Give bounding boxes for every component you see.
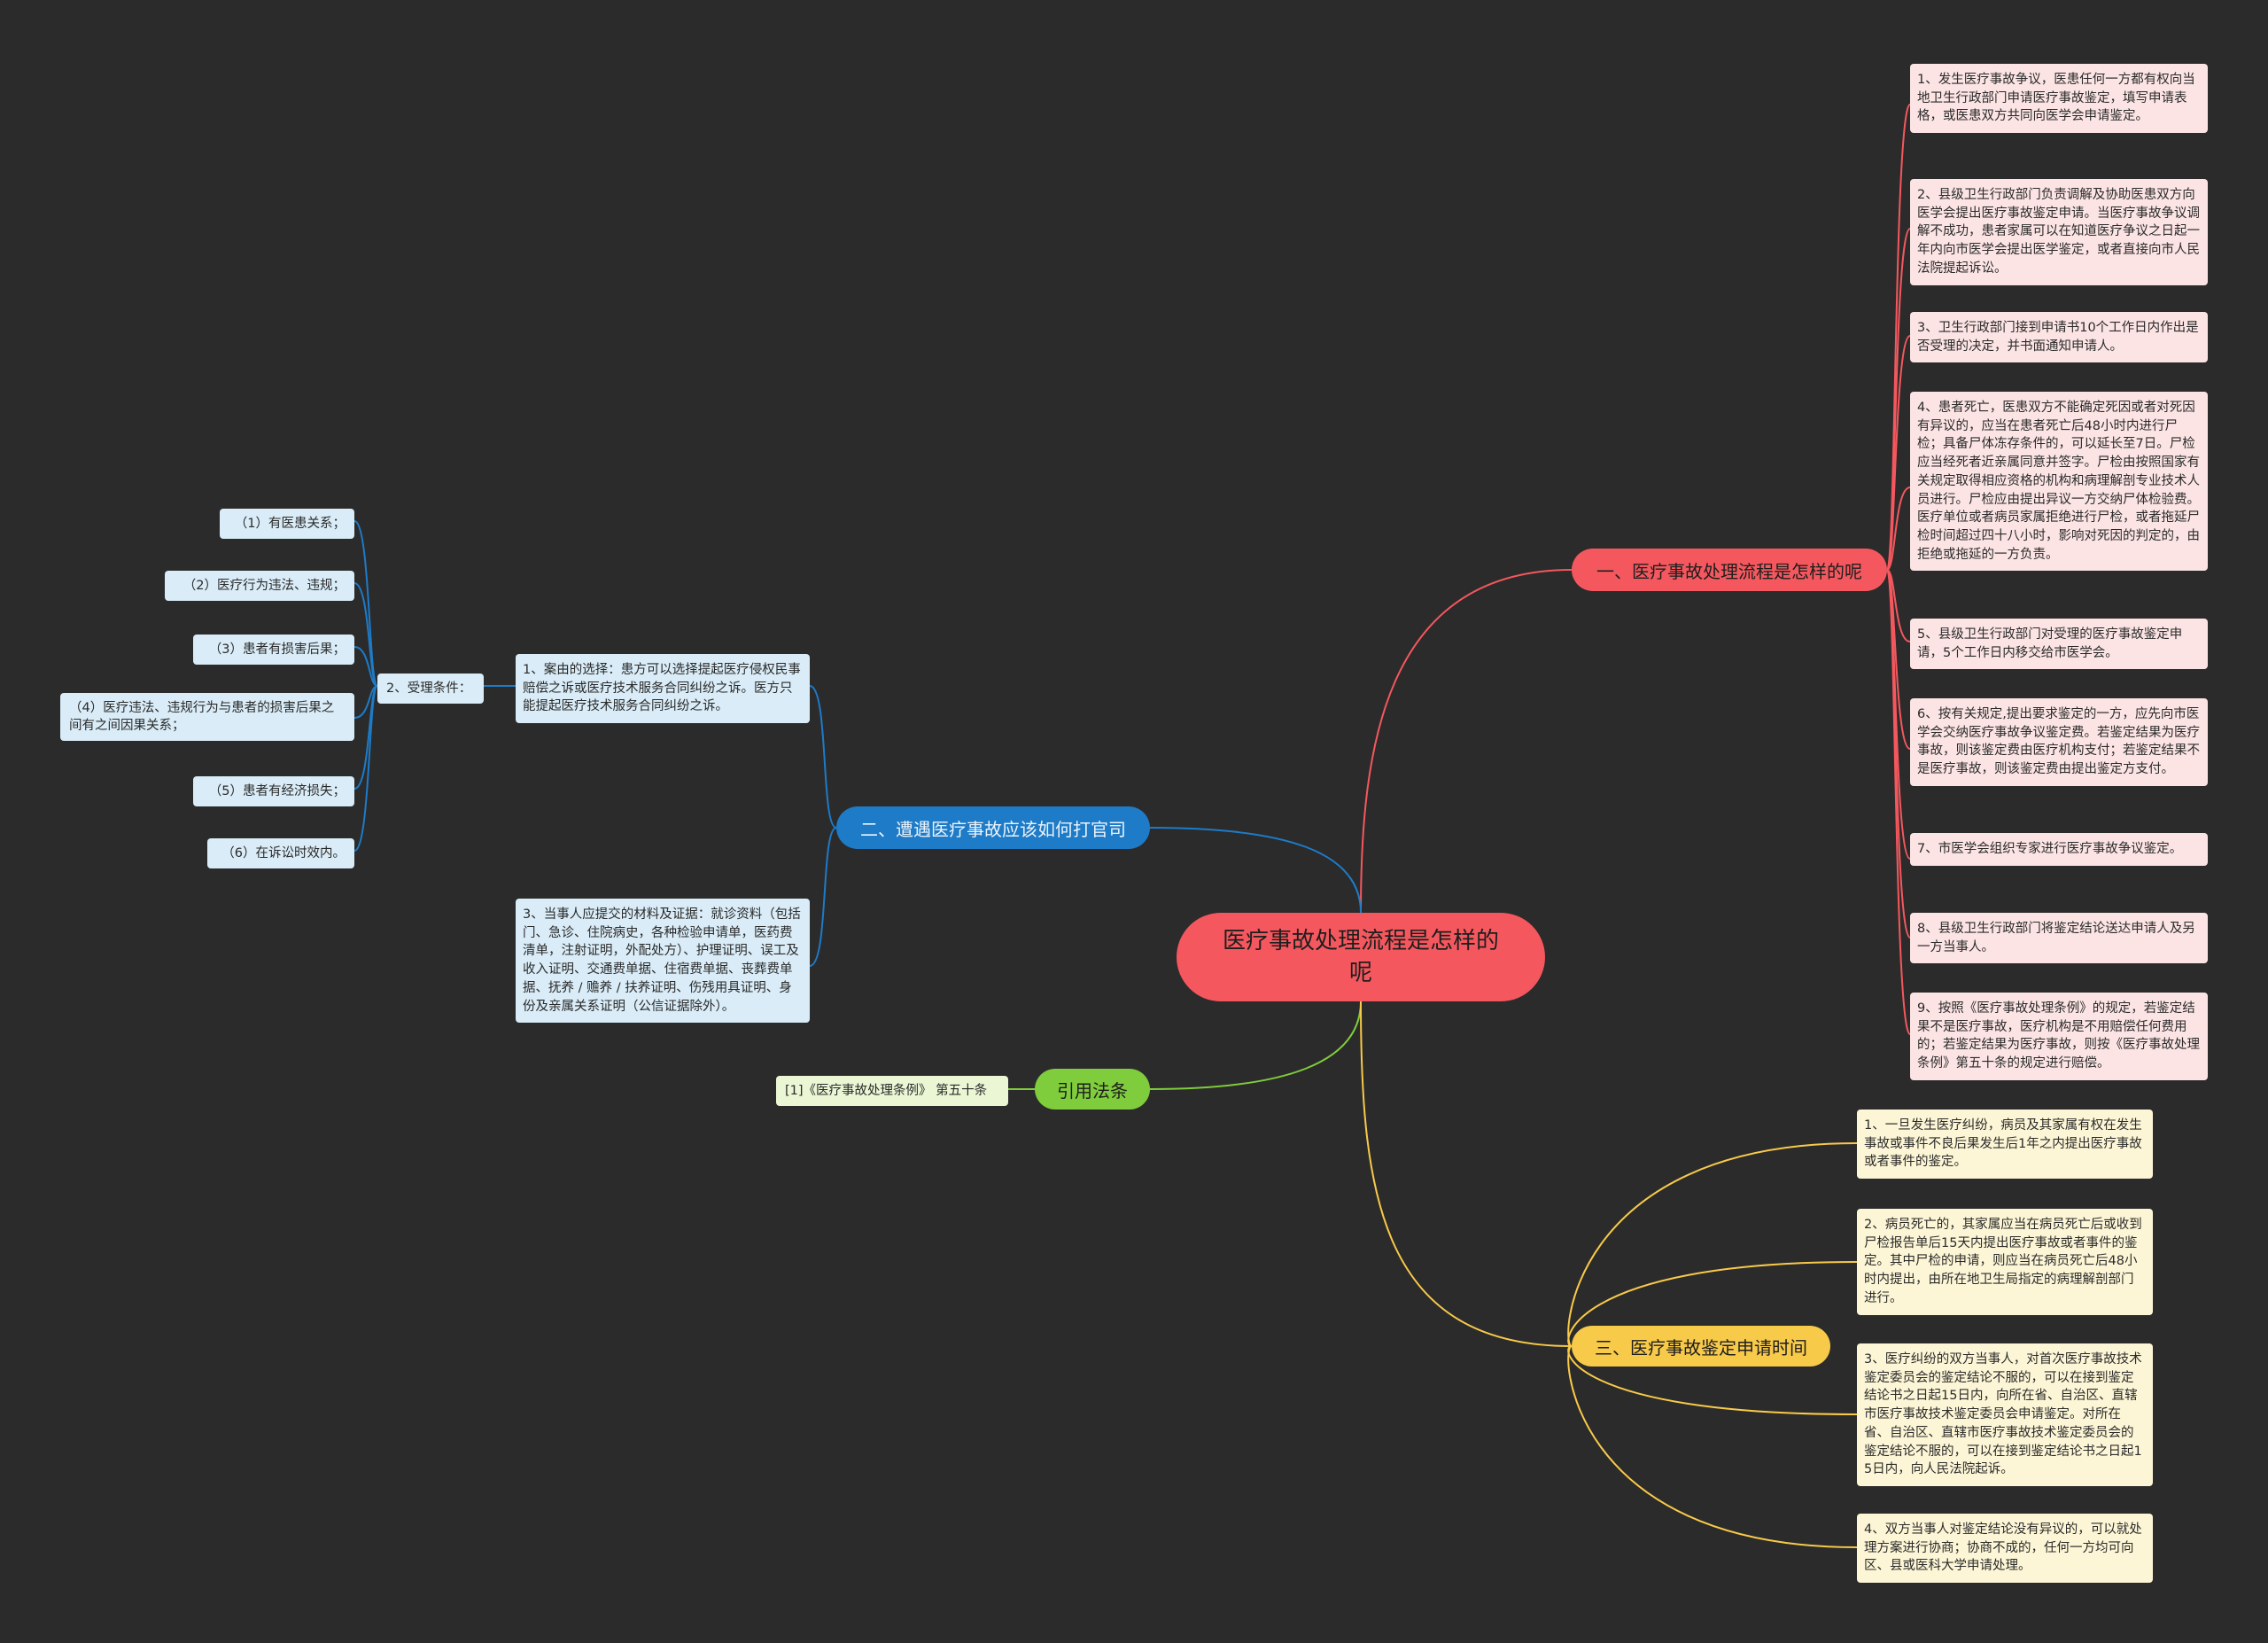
process-step-3-text: 3、卫生行政部门接到申请书10个工作日内作出是否受理的决定，并书面通知申请人。 [1917, 321, 2199, 354]
root-topic[interactable]: 医疗事故处理流程是怎样的呢 [1177, 913, 1545, 1001]
branch-process-label: 一、医疗事故处理流程是怎样的呢 [1596, 560, 1862, 582]
link-b4-c4 [1567, 1345, 1858, 1548]
process-step-7[interactable]: 7、市医学会组织专家进行医疗事故争议鉴定。 [1910, 833, 2208, 866]
process-step-2[interactable]: 2、县级卫生行政部门负责调解及协助医患双方向医学会提出医疗事故鉴定申请。当医疗事… [1910, 179, 2208, 285]
citation-item-text: [1]《医疗事故处理条例》 第五十条 [785, 1084, 988, 1098]
branch-process[interactable]: 一、医疗事故处理流程是怎样的呢 [1572, 549, 1887, 591]
link-b4-c1 [1567, 1142, 1858, 1347]
link-b1-c9 [1886, 569, 1911, 1035]
branch-citation-label: 引用法条 [1057, 1079, 1128, 1102]
process-step-1[interactable]: 1、发生医疗事故争议，医患任何一方都有权向当地卫生行政部门申请医疗事故鉴定，填写… [1910, 64, 2208, 134]
time-item-3-text: 3、医疗纠纷的双方当事人，对首次医疗事故技术鉴定委员会的鉴定结论不服的，可以在接… [1864, 1352, 2142, 1477]
process-step-7-text: 7、市医学会组织专家进行医疗事故争议鉴定。 [1917, 842, 2183, 856]
condition-4[interactable]: （4）医疗违法、违规行为与患者的损害后果之间有之间因果关系； [60, 693, 354, 741]
link-b1-c3 [1886, 335, 1911, 571]
time-item-4[interactable]: 4、双方当事人对鉴定结论没有异议的，可以就处理方案进行协商；协商不成的，任何一方… [1857, 1514, 2153, 1584]
process-step-1-text: 1、发生医疗事故争议，医患任何一方都有权向当地卫生行政部门申请医疗事故鉴定，填写… [1917, 73, 2195, 124]
link-b2-c1 [809, 685, 837, 829]
branch-lawsuit[interactable]: 二、遭遇医疗事故应该如何打官司 [836, 806, 1150, 849]
branch-time[interactable]: 三、医疗事故鉴定申请时间 [1572, 1326, 1830, 1367]
time-item-3[interactable]: 3、医疗纠纷的双方当事人，对首次医疗事故技术鉴定委员会的鉴定结论不服的，可以在接… [1857, 1343, 2153, 1486]
process-step-9-text: 9、按照《医疗事故处理条例》的规定，若鉴定结果不是医疗事故，医疗机构是不用赔偿任… [1917, 1001, 2200, 1071]
acceptance-conditions-label: 2、受理条件： [386, 681, 472, 696]
lawsuit-cause-text: 1、案由的选择：患方可以选择提起医疗侵权民事赔偿之诉或医疗技术服务合同纠纷之诉。… [523, 663, 801, 714]
condition-2-text: （2）医疗行为违法、违规； [183, 579, 346, 593]
acceptance-conditions-node[interactable]: 2、受理条件： [377, 674, 484, 704]
time-item-1[interactable]: 1、一旦发生医疗纠纷，病员及其家属有权在发生事故或事件不良后果发生后1年之内提出… [1857, 1110, 2153, 1180]
link-b2-c3 [809, 827, 837, 967]
branch-time-label: 三、医疗事故鉴定申请时间 [1595, 1336, 1807, 1359]
time-item-1-text: 1、一旦发生医疗纠纷，病员及其家属有权在发生事故或事件不良后果发生后1年之内提出… [1864, 1118, 2142, 1170]
condition-2[interactable]: （2）医疗行为违法、违规； [165, 571, 354, 601]
condition-5[interactable]: （5）患者有经济损失； [193, 776, 354, 806]
branch-citation[interactable]: 引用法条 [1035, 1069, 1150, 1110]
process-step-8-text: 8、县级卫生行政部门将鉴定结论送达申请人及另一方当事人。 [1917, 922, 2195, 954]
link-root-branch2 [1149, 827, 1362, 914]
condition-6-text: （6）在诉讼时效内。 [221, 846, 346, 860]
process-step-4-text: 4、患者死亡，医患双方不能确定死因或者对死因有异议的，应当在患者死亡后48小时内… [1917, 401, 2200, 562]
condition-6[interactable]: （6）在诉讼时效内。 [207, 838, 354, 868]
time-item-2-text: 2、病员死亡的，其家属应当在病员死亡后或收到尸检报告单后15天内提出医疗事故或者… [1864, 1218, 2142, 1305]
root-title: 医疗事故处理流程是怎样的呢 [1222, 928, 1499, 986]
process-step-8[interactable]: 8、县级卫生行政部门将鉴定结论送达申请人及另一方当事人。 [1910, 913, 2208, 964]
process-step-4[interactable]: 4、患者死亡，医患双方不能确定死因或者对死因有异议的，应当在患者死亡后48小时内… [1910, 392, 2208, 572]
process-step-5[interactable]: 5、县级卫生行政部门对受理的医疗事故鉴定申请，5个工作日内移交给市医学会。 [1910, 619, 2208, 670]
condition-5-text: （5）患者有经济损失； [208, 784, 346, 798]
condition-3[interactable]: （3）患者有损害后果； [193, 635, 354, 665]
time-item-4-text: 4、双方当事人对鉴定结论没有异议的，可以就处理方案进行协商；协商不成的，任何一方… [1864, 1522, 2142, 1574]
link-c2-cond2 [353, 582, 378, 687]
link-c2-cond3 [353, 646, 378, 687]
link-root-branch3 [1149, 1001, 1362, 1090]
evidence-materials-text: 3、当事人应提交的材料及证据：就诊资料（包括门、急诊、住院病史，各种检验申请单，… [523, 907, 801, 1014]
lawsuit-cause-card[interactable]: 1、案由的选择：患方可以选择提起医疗侵权民事赔偿之诉或医疗技术服务合同纠纷之诉。… [516, 654, 810, 724]
link-b4-c2 [1567, 1261, 1858, 1347]
process-step-3[interactable]: 3、卫生行政部门接到申请书10个工作日内作出是否受理的决定，并书面通知申请人。 [1910, 312, 2208, 363]
condition-4-text: （4）医疗违法、违规行为与患者的损害后果之间有之间因果关系； [69, 701, 335, 733]
branch-lawsuit-label: 二、遭遇医疗事故应该如何打官司 [860, 818, 1126, 840]
condition-3-text: （3）患者有损害后果； [208, 642, 346, 657]
condition-1-text: （1）有医患关系； [234, 517, 346, 531]
condition-1[interactable]: （1）有医患关系； [220, 509, 354, 539]
link-b1-c4 [1886, 487, 1911, 571]
link-c2-cond6 [353, 685, 378, 852]
link-c2-cond1 [353, 520, 378, 687]
time-item-2[interactable]: 2、病员死亡的，其家属应当在病员死亡后或收到尸检报告单后15天内提出医疗事故或者… [1857, 1209, 2153, 1315]
process-step-5-text: 5、县级卫生行政部门对受理的医疗事故鉴定申请，5个工作日内移交给市医学会。 [1917, 627, 2183, 660]
process-step-9[interactable]: 9、按照《医疗事故处理条例》的规定，若鉴定结果不是医疗事故，医疗机构是不用赔偿任… [1910, 993, 2208, 1080]
process-step-6[interactable]: 6、按有关规定,提出要求鉴定的一方，应先向市医学会交纳医疗事故争议鉴定费。若鉴定… [1910, 698, 2208, 786]
evidence-materials-card[interactable]: 3、当事人应提交的材料及证据：就诊资料（包括门、急诊、住院病史，各种检验申请单，… [516, 899, 810, 1024]
link-b1-c5 [1886, 569, 1911, 642]
process-step-2-text: 2、县级卫生行政部门负责调解及协助医患双方向医学会提出医疗事故鉴定申请。当医疗事… [1917, 188, 2200, 276]
link-root-branch1 [1360, 569, 1573, 914]
process-step-6-text: 6、按有关规定,提出要求鉴定的一方，应先向市医学会交纳医疗事故争议鉴定费。若鉴定… [1917, 707, 2200, 777]
link-root-branch4 [1360, 1001, 1573, 1347]
citation-item[interactable]: [1]《医疗事故处理条例》 第五十条 [776, 1076, 1008, 1106]
